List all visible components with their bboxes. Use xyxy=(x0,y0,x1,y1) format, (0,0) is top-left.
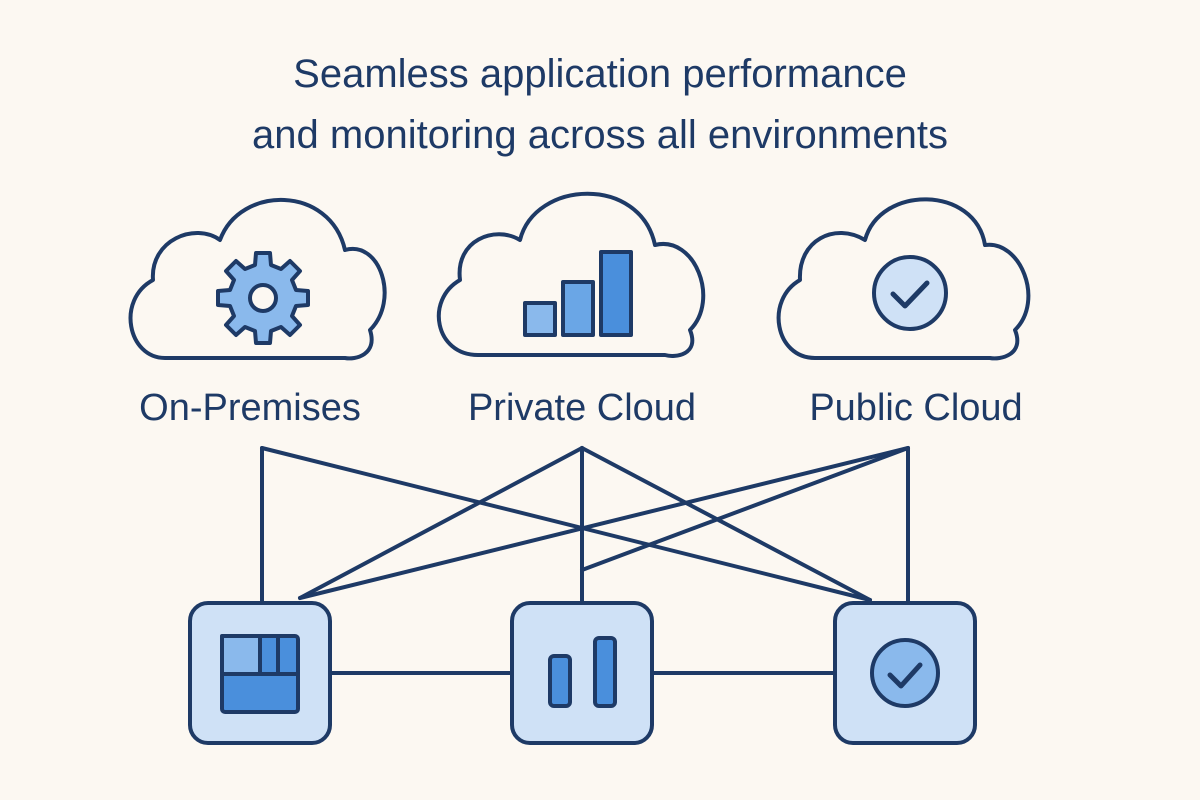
connector-private-node3 xyxy=(580,446,872,602)
cloud-on-premises xyxy=(128,197,387,361)
gear-icon xyxy=(216,251,310,345)
cloud-outline xyxy=(128,197,387,361)
check-circle-icon xyxy=(870,638,940,708)
diagram-title-line-1: Seamless application performance xyxy=(293,52,907,96)
cloud-public xyxy=(776,197,1031,361)
connector-lines xyxy=(260,446,910,675)
connector-onprem-node3 xyxy=(260,446,872,602)
bar-chart-icon xyxy=(548,636,617,708)
connector-public-node2 xyxy=(580,446,910,572)
cloud-private xyxy=(436,191,706,358)
node-analytics[interactable] xyxy=(510,601,654,745)
dashboard-grid-icon xyxy=(220,634,300,714)
environment-label-private-cloud: Private Cloud xyxy=(467,387,697,429)
node-dashboard[interactable] xyxy=(188,601,332,745)
check-circle-icon xyxy=(872,255,948,331)
connector-private-node1 xyxy=(298,446,584,600)
diagram-title-line-2: and monitoring across all environments xyxy=(252,113,948,157)
cloud-outline xyxy=(436,191,706,358)
environment-label-on-premises: On-Premises xyxy=(139,387,361,429)
connector-public-node1 xyxy=(298,446,910,600)
node-status[interactable] xyxy=(833,601,977,745)
bar-chart-icon xyxy=(523,250,633,337)
cloud-outline xyxy=(776,197,1031,361)
environment-label-public-cloud: Public Cloud xyxy=(809,387,1023,429)
